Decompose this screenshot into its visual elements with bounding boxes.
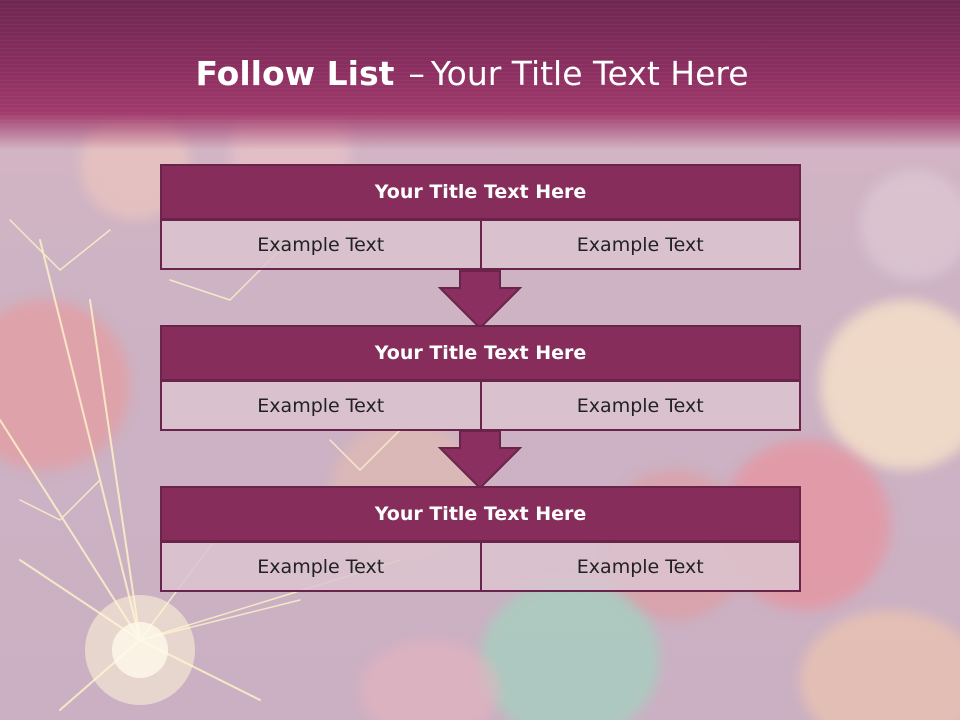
list-block: Your Title Text Here Example Text Exampl… [160, 486, 801, 592]
block-cell-left: Example Text [160, 381, 481, 431]
list-block: Your Title Text Here Example Text Exampl… [160, 164, 801, 270]
block-title: Your Title Text Here [160, 325, 801, 381]
slide-title-separator: – [408, 54, 425, 93]
bokeh-light [860, 170, 960, 280]
block-cell-right: Example Text [480, 542, 801, 592]
bokeh-light [360, 640, 500, 720]
block-cell-right: Example Text [480, 220, 801, 270]
block-row: Example Text Example Text [160, 381, 801, 431]
block-cell-left: Example Text [160, 542, 481, 592]
bokeh-light [480, 580, 660, 720]
header-texture [0, 0, 960, 128]
slide-title-bold: Follow List [195, 54, 395, 93]
header-band [0, 0, 960, 150]
slide-title-rest: Your Title Text Here [430, 54, 749, 93]
slide-title: Follow List–Your Title Text Here [0, 54, 944, 93]
block-cell-left: Example Text [160, 220, 481, 270]
block-row: Example Text Example Text [160, 542, 801, 592]
bokeh-light [820, 300, 960, 470]
down-arrow-icon [438, 270, 522, 330]
block-title: Your Title Text Here [160, 486, 801, 542]
block-cell-right: Example Text [480, 381, 801, 431]
list-block: Your Title Text Here Example Text Exampl… [160, 325, 801, 431]
block-row: Example Text Example Text [160, 220, 801, 270]
down-arrow-icon [438, 430, 522, 490]
block-title: Your Title Text Here [160, 164, 801, 220]
bokeh-light [0, 300, 130, 470]
